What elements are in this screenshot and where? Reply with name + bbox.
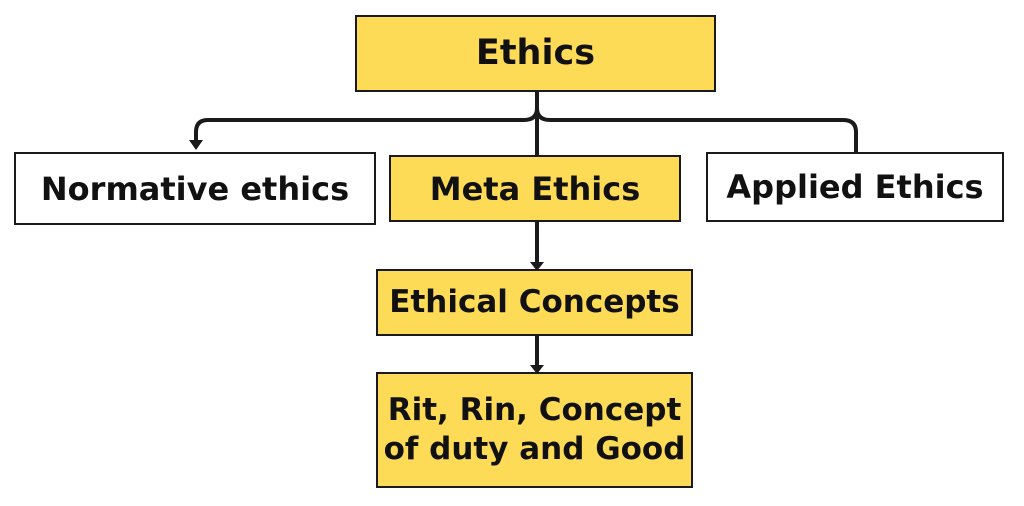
connector-root-to-normative [194,106,539,142]
duty-concepts-line-2: of duty and Good [383,431,686,467]
duty-concepts-node: Rit, Rin, Concept of duty and Good [376,372,693,488]
normative-ethics-label: Normative ethics [40,169,350,208]
ethics-root-label: Ethics [475,32,596,73]
meta-ethics-node: Meta Ethics [389,155,681,222]
arrowhead-concepts [530,262,544,271]
applied-ethics-node: Applied Ethics [706,152,1004,222]
ethics-root-node: Ethics [355,15,716,92]
applied-ethics-label: Applied Ethics [726,168,984,206]
normative-ethics-node: Normative ethics [14,152,376,225]
connector-root-to-applied [535,106,858,154]
meta-ethics-label: Meta Ethics [429,169,641,208]
arrowhead-details [530,365,544,374]
duty-concepts-line-1: Rit, Rin, Concept [387,392,682,429]
ethical-concepts-node: Ethical Concepts [376,269,693,336]
ethical-concepts-label: Ethical Concepts [389,284,680,321]
arrowhead-normative [189,140,203,150]
